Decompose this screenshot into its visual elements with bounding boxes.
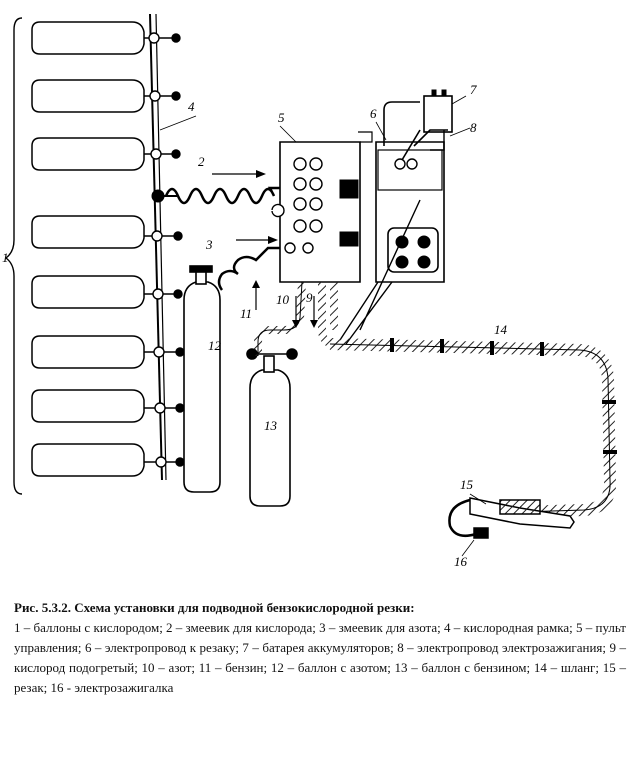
installation-diagram: 1 2 3 4 5 6 7 8 9 10 11 12 13 14 15 16: [2, 13, 617, 569]
callout-2: 2: [198, 154, 205, 169]
ignition-wire: [430, 130, 445, 151]
oxygen-frame: [144, 13, 185, 481]
arrow-head: [252, 280, 260, 288]
oxygen-cylinder: [31, 275, 145, 309]
nitrogen-coil: [217, 246, 284, 291]
callout-10: 10: [276, 292, 290, 307]
nitrogen-cylinder: [183, 265, 221, 493]
oxygen-cylinder: [31, 389, 145, 423]
callout-7: 7: [470, 82, 477, 97]
callout-4: 4: [188, 99, 195, 114]
callout-13: 13: [264, 418, 278, 433]
battery-pack: [423, 89, 453, 133]
callout-15: 15: [460, 477, 474, 492]
cutter-torch: [448, 497, 575, 539]
caption-legend: 1 – баллоны с кислородом; 2 – змеевик дл…: [14, 620, 626, 695]
oxygen-cylinder: [31, 335, 145, 369]
callout-6: 6: [370, 106, 377, 121]
callout-14: 14: [494, 322, 508, 337]
oxygen-cylinders: [31, 21, 145, 477]
callout-3: 3: [205, 237, 213, 252]
main-hose-outline: [329, 343, 611, 513]
brace-bracket: [4, 17, 23, 495]
callout-1: 1: [2, 250, 9, 265]
callout-16: 16: [454, 554, 468, 569]
callout-8: 8: [470, 120, 477, 135]
callout-5: 5: [278, 110, 285, 125]
oxygen-cylinder: [31, 79, 145, 113]
arrow-head: [310, 320, 318, 328]
wire-bundle: [339, 199, 421, 345]
arrow-head: [268, 236, 278, 244]
control-panel: [271, 131, 373, 283]
leader-line: [159, 95, 487, 557]
hose-clamps: [390, 338, 617, 454]
figure-caption: Рис. 5.3.2. Схема установки для подводно…: [14, 598, 626, 698]
oxygen-cylinder: [31, 443, 145, 477]
callout-11: 11: [240, 306, 252, 321]
oxygen-cylinder: [31, 137, 145, 171]
arrow-head: [256, 170, 266, 178]
wire-to-cutter: [383, 101, 448, 161]
oxygen-cylinder: [31, 215, 145, 249]
callout-9: 9: [306, 290, 313, 305]
callout-12: 12: [208, 338, 222, 353]
arrow-head: [292, 320, 300, 328]
caption-title: Рис. 5.3.2. Схема установки для подводно…: [14, 600, 415, 615]
oxygen-coil: [164, 186, 282, 205]
oxygen-cylinder: [31, 21, 145, 55]
callout-labels: 1 2 3 4 5 6 7 8 9 10 11 12 13 14 15 16: [2, 82, 508, 569]
ignition-box: [375, 141, 445, 283]
petrol-cylinder: [246, 348, 298, 507]
